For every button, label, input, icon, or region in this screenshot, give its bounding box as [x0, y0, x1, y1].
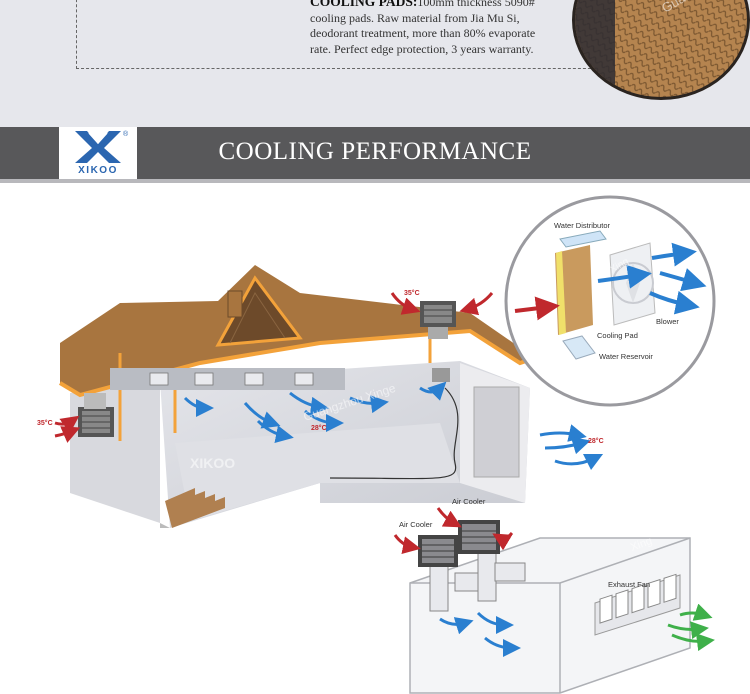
- cooler-ducts: [429, 550, 526, 612]
- water-distributor-part: [559, 230, 607, 248]
- xikoo-x-icon: [75, 131, 121, 163]
- warehouse-diagram: Exhaust Fan Air Cooler Air Cooler: [393, 497, 715, 694]
- description-line-3: deodorant treatment, more than 80% evapo…: [310, 26, 536, 40]
- roof-trim: [58, 328, 536, 398]
- cooling-performance-illustration: 35°C 35°C 28°C 28°C XIKOO Guangzhou Xing…: [37, 195, 716, 694]
- side-air-cooler: [78, 393, 114, 437]
- cooling-pads-heading: COOLING PADS:: [310, 0, 418, 9]
- temp-inside: 28°C: [311, 424, 327, 432]
- cooler-detail-inset: Xing Water Distributor Blower Cooling Pa…: [504, 195, 716, 407]
- logo-wordmark: XIKOO: [78, 165, 118, 176]
- registered-mark: ®: [123, 131, 129, 138]
- roof-air-cooler: [420, 301, 456, 382]
- air-duct: [110, 368, 345, 390]
- house-diagram: 35°C 35°C 28°C 28°C XIKOO Guangzhou Xing…: [37, 265, 604, 528]
- chimney: [227, 290, 243, 318]
- label-blower: Blower: [656, 317, 679, 326]
- house-roof: [60, 265, 535, 395]
- house-stairs: [165, 488, 225, 528]
- label-cooling-pad: Cooling Pad: [597, 331, 638, 340]
- description-line-1: 100mm thickness 5090#: [417, 0, 535, 9]
- label-air-cooler-1: Air Cooler: [399, 520, 433, 529]
- house-floor: [175, 423, 460, 521]
- label-water-distributor: Water Distributor: [554, 221, 610, 230]
- temp-exhaust: 28°C: [588, 437, 604, 445]
- house-door: [473, 386, 520, 478]
- header-divider: [0, 179, 750, 183]
- label-water-reservoir: Water Reservoir: [599, 352, 653, 361]
- brand-logo: ® XIKOO: [59, 127, 137, 179]
- section-title: COOLING PERFORMANCE: [218, 138, 532, 165]
- description-line-2: cooling pads. Raw material from Jia Mu S…: [310, 10, 520, 25]
- description-line-4: rate. Perfect edge protection, 3 years w…: [310, 41, 534, 56]
- cooling-pads-description: COOLING PADS:100mm thickness 5090# cooli…: [310, 0, 572, 57]
- diagram-watermark-logo: XIKOO: [190, 455, 235, 471]
- air-cooler-unit-1: [418, 535, 458, 567]
- label-air-cooler-2: Air Cooler: [452, 497, 486, 506]
- cooling-pad-photo: Guangzhou Xinge: [572, 0, 750, 100]
- duct-vents: [149, 372, 314, 386]
- exhaust-fan-row: [594, 573, 681, 636]
- air-cooler-unit-2: [458, 520, 500, 554]
- label-exhaust-fan: Exhaust Fan: [608, 580, 650, 589]
- temp-outside-left: 35°C: [37, 419, 53, 427]
- water-reservoir-part: [562, 335, 596, 360]
- temp-outside-roof: 35°C: [404, 289, 420, 297]
- house-left-wall: [70, 381, 160, 523]
